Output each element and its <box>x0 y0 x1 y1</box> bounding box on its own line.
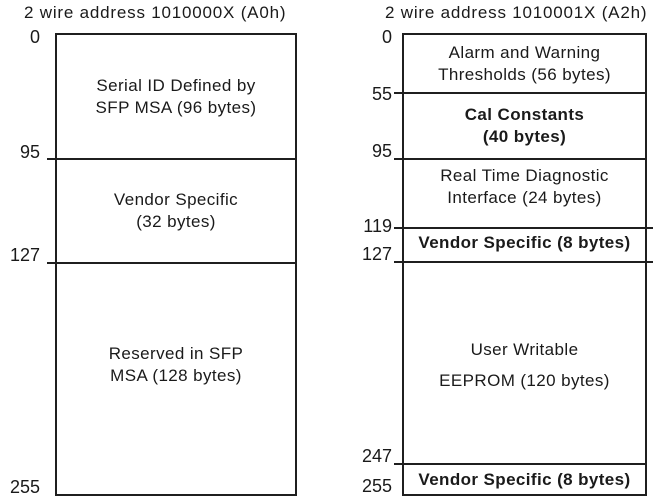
section-label-line: MSA (128 bytes) <box>110 366 242 385</box>
address-label-a2h-255: 255 <box>361 476 392 496</box>
address-label-a2h-0: 0 <box>381 27 392 47</box>
section-label-line: EEPROM (120 bytes) <box>439 371 610 390</box>
address-label-a0h-95: 95 <box>19 142 40 162</box>
address-label-a2h-95: 95 <box>371 141 392 161</box>
section-label-line: Vendor Specific <box>113 190 239 209</box>
section-label-line: User Writable <box>470 340 579 359</box>
section-label-line: Reserved in SFP <box>108 344 244 363</box>
section-label-line: Vendor Specific (8 bytes) <box>418 469 631 489</box>
diagram-a2h-title: 2 wire address 1010001X (A2h) <box>385 3 648 22</box>
section-label-line: SFP MSA (96 bytes) <box>95 97 257 117</box>
divider-tick <box>394 227 402 229</box>
section-label-line: Interface (24 bytes) <box>447 187 602 207</box>
address-label-a0h-255: 255 <box>9 477 40 497</box>
memory-section-a2h-119-127: Vendor Specific (8 bytes) <box>404 229 645 263</box>
section-label-line: Serial ID Defined by <box>96 75 256 95</box>
address-label-a2h-127: 127 <box>361 244 392 264</box>
section-label-line: (40 bytes) <box>482 127 567 146</box>
address-label-a0h-127: 127 <box>9 245 40 265</box>
memory-section-a2h-247-255: Vendor Specific (8 bytes) <box>404 465 645 494</box>
section-label-line: Real Time Diagnostic <box>440 165 609 185</box>
diagram-a0h-title: 2 wire address 1010000X (A0h) <box>24 3 287 22</box>
divider-tick <box>394 261 402 263</box>
address-label-a2h-119: 119 <box>363 216 392 236</box>
divider-tick <box>647 227 653 229</box>
section-label-line: Alarm and Warning <box>448 42 601 62</box>
divider-tick <box>394 92 402 94</box>
section-label-line: (32 bytes) <box>136 212 216 231</box>
divider-tick <box>647 261 653 263</box>
memory-section-a0h-127-255: Reserved in SFP MSA (128 bytes) <box>57 264 295 494</box>
address-label-a2h-55: 55 <box>371 84 392 104</box>
divider-tick <box>47 158 55 160</box>
section-label-line: Cal Constants <box>464 105 585 124</box>
divider-tick <box>394 463 402 465</box>
memory-section-a0h-95-127: Vendor Specific (32 bytes) <box>57 160 295 264</box>
section-label-line: Thresholds (56 bytes) <box>438 64 611 84</box>
address-label-a0h-0: 0 <box>29 27 40 47</box>
memory-section-a2h-55-95: Cal Constants (40 bytes) <box>404 94 645 160</box>
address-label-a2h-247: 247 <box>361 446 392 466</box>
divider-tick <box>47 262 55 264</box>
divider-tick <box>394 158 402 160</box>
section-label-line: Vendor Specific (8 bytes) <box>418 233 631 252</box>
